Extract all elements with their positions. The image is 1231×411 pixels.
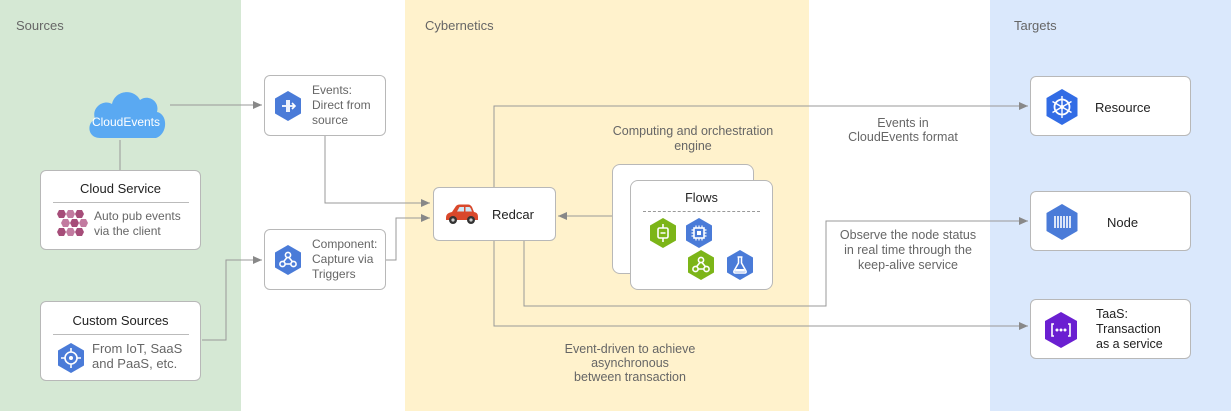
component-line-1: Component: xyxy=(312,237,378,251)
event-driven-label-3: between transaction xyxy=(574,370,686,384)
events-format-label-1: Events in xyxy=(877,116,929,130)
custom-sources-box[interactable]: Custom Sources From IoT, SaaS and PaaS, … xyxy=(40,301,201,381)
custom-sources-divider xyxy=(53,334,189,335)
events-format-label-2: CloudEvents format xyxy=(848,130,958,144)
cloud-service-desc-2: via the client xyxy=(94,224,161,238)
observe-label-3: keep-alive service xyxy=(857,258,959,272)
taas-label-3: as a service xyxy=(1096,337,1163,351)
observe-label-2: in real time through the xyxy=(844,243,972,257)
taas-box[interactable]: TaaS: Transaction as a service xyxy=(1030,299,1191,359)
cloud-service-box[interactable]: Cloud Service Auto pub events via the cl… xyxy=(40,170,201,250)
events-direct-line-2: Direct from xyxy=(312,98,371,112)
node-label: Node xyxy=(1107,215,1139,230)
event-driven-label-1: Event-driven to achieve xyxy=(564,342,696,356)
connector-redcar-to-resource xyxy=(493,102,1028,187)
taas-label-1: TaaS: xyxy=(1096,307,1128,321)
cloud-service-divider xyxy=(53,202,189,203)
resource-box[interactable]: Resource xyxy=(1030,76,1191,136)
lab-flask-icon xyxy=(724,249,756,281)
cloud-icon xyxy=(89,92,166,138)
hexagon-cluster-icon xyxy=(53,208,89,238)
component-box[interactable]: Component: Capture via Triggers xyxy=(264,229,386,290)
connector-component-to-redcar xyxy=(385,214,430,261)
cloud-service-title: Cloud Service xyxy=(80,181,161,196)
custom-sources-title: Custom Sources xyxy=(72,313,169,328)
cloudevents-cloud[interactable]: CloudEvents xyxy=(82,82,170,142)
events-icon xyxy=(272,90,304,122)
connector-redcar-to-taas xyxy=(493,241,1028,330)
node-icon xyxy=(1043,203,1081,241)
connector-events-to-redcar xyxy=(324,136,430,207)
component-line-2: Capture via xyxy=(312,252,374,266)
redcar-label: Redcar xyxy=(492,207,534,222)
targets-lane-title: Targets xyxy=(1014,18,1057,33)
events-direct-line-3: source xyxy=(312,113,349,127)
flows-title: Flows xyxy=(685,191,718,205)
triggers-icon xyxy=(272,244,304,276)
event-driven-label-2: asynchronous xyxy=(591,356,669,370)
taas-label-2: Transaction xyxy=(1096,322,1161,336)
cybernetics-lane-title: Cybernetics xyxy=(425,18,494,33)
taas-icon xyxy=(1041,311,1081,349)
kubernetes-icon xyxy=(1043,88,1081,126)
connector-custom-to-component xyxy=(202,256,262,341)
resource-label: Resource xyxy=(1095,100,1151,115)
events-direct-box[interactable]: Events: Direct from source xyxy=(264,75,386,136)
component-line-3: Triggers xyxy=(312,267,356,281)
processor-icon xyxy=(683,217,715,249)
observe-label-1: Observe the node status xyxy=(839,228,977,242)
events-direct-line-1: Events: xyxy=(312,83,353,97)
sources-lane-title: Sources xyxy=(16,18,64,33)
connector-redcar-to-node xyxy=(523,217,1028,307)
iot-icon xyxy=(55,342,87,374)
flows-box[interactable]: Flows xyxy=(630,180,773,290)
engine-label-2: engine xyxy=(674,139,712,153)
cloud-service-desc-1: Auto pub events xyxy=(94,209,181,223)
car-icon xyxy=(444,201,480,227)
engine-label-1: Computing and orchestration xyxy=(612,124,774,138)
custom-sources-desc-1: From IoT, SaaS xyxy=(92,341,183,356)
redcar-box[interactable]: Redcar xyxy=(433,187,556,241)
custom-sources-desc-2: and PaaS, etc. xyxy=(92,356,178,371)
workflow-icon xyxy=(685,249,717,281)
flows-divider xyxy=(643,211,760,212)
function-icon xyxy=(647,217,679,249)
cloudevents-label: CloudEvents xyxy=(91,115,161,129)
node-box[interactable]: Node xyxy=(1030,191,1191,251)
